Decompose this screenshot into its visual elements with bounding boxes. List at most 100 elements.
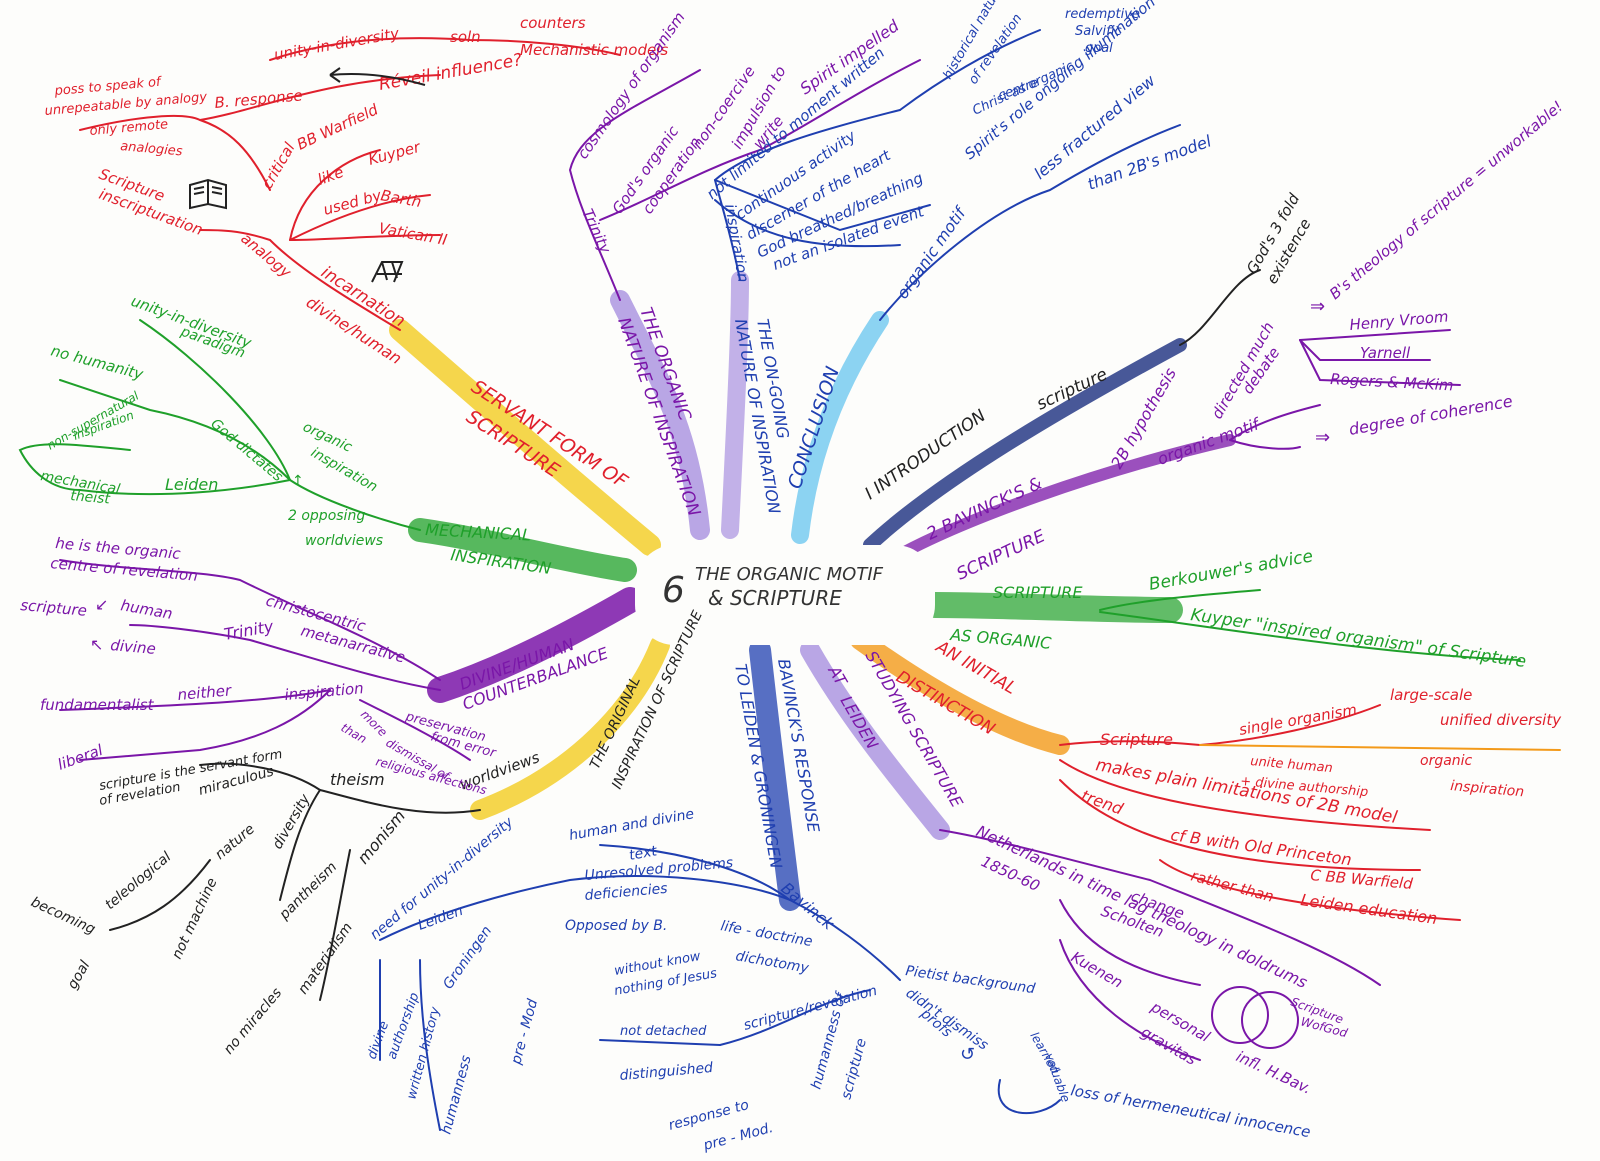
node-critical: critical (258, 139, 299, 192)
node-loss: loss of hermeneutical innocence (1069, 1081, 1312, 1141)
node-trinity: Trinity (222, 616, 275, 643)
node-divine: divine (110, 636, 157, 658)
node-opposed: Opposed by B. (565, 918, 667, 934)
arrow-icon: ↙ (95, 595, 108, 614)
node-groningen: Groningen (440, 923, 495, 992)
node-nature: nature (212, 821, 258, 863)
node-fundamentalist: fundamentalist (40, 696, 155, 714)
branch-bavinck: 2 BAVINCK'S & SCRIPTURE 2B hypothesis di… (924, 97, 1567, 584)
node-not-machine: not machine (169, 876, 220, 962)
trunk-organic (922, 592, 1183, 623)
node-soln: soln (450, 28, 481, 46)
node-salvific: Salvific (1075, 24, 1122, 39)
node-goal: goal (1085, 41, 1113, 56)
branch-mechanical: MECHANICAL INSPIRATION 2 opposing worldv… (39, 292, 552, 578)
node-organic: organic (1420, 753, 1473, 769)
node-inspiration: inspiration (1450, 778, 1525, 800)
hand-icon (371, 261, 404, 283)
arrow-icon (329, 67, 426, 86)
node-worldviews: worldviews (305, 533, 383, 549)
node-counters: counters (520, 14, 586, 32)
trunk-studying (800, 640, 950, 840)
node-trinity: Trinity (578, 206, 615, 257)
node-bb-warfield: BB Warfield (294, 100, 381, 153)
node-mechanistic: Mechanistic models (520, 41, 668, 59)
node-rogers-mckim: Rogers & McKim (1330, 370, 1454, 394)
trunk-response (749, 639, 801, 911)
node-unite-human: unite human (1250, 754, 1334, 776)
trunk-distinction (850, 630, 1070, 755)
node-berkouwer: Berkouwer's advice (1147, 546, 1314, 595)
node-scripture: scripture (838, 1037, 870, 1101)
arrow-icon: ↑ (292, 473, 304, 489)
node-scripture: Scripture (1100, 730, 1173, 749)
branch-label: SCRIPTURE (954, 526, 1049, 584)
trunk-organic-nature (610, 290, 710, 540)
node-b-response: B. response (214, 86, 304, 112)
trunk-conclusion (791, 311, 889, 544)
node-infl-hbav: infl. H.Bav. (1233, 1047, 1314, 1097)
branch-distinction: AN INITIAL DISTINCTION Scripture single … (893, 637, 1563, 929)
node-degree-coherence: degree of coherence (1347, 391, 1514, 439)
node-leiden-education: Leiden education (1299, 890, 1438, 928)
node-inspiration: inspiration (284, 679, 365, 704)
node-not-detached: not detached (620, 1024, 707, 1039)
node-henry-vroom: Henry Vroom (1349, 307, 1449, 334)
trunk-introduction (863, 338, 1187, 552)
venn-circle (1241, 991, 1299, 1049)
node-reveil: Réveil influence? (377, 50, 523, 95)
branch-label: LEIDEN (837, 693, 883, 753)
node-liberal: liberal (55, 741, 106, 774)
node-neither: neither (177, 681, 233, 704)
node-pietist: Pietist background (904, 963, 1036, 997)
node-theist: theist (70, 488, 111, 507)
trunk-original (470, 635, 670, 820)
branch-label: SCRIPTURE (993, 583, 1083, 602)
node-life-doctrine: life - doctrine (719, 918, 813, 950)
node-text: text (628, 843, 659, 864)
node-dichotomy: dichotomy (734, 948, 810, 977)
node-2-opposing: 2 opposing (288, 508, 365, 524)
node-materialism: materialism (295, 920, 356, 997)
node-goal: goal (65, 958, 94, 992)
branch-label: I INTRODUCTION (861, 406, 990, 504)
arrow-icon: ⇒ (1310, 296, 1325, 317)
node-unity: unity-in-diversity (273, 24, 402, 64)
node-leiden: Leiden (165, 475, 218, 494)
node-scripture: scripture (20, 596, 88, 620)
node-teleological: teleological (102, 849, 174, 913)
central-number: 6 (662, 570, 685, 611)
node-unified-diversity: unified diversity (1440, 711, 1562, 729)
node-yarnell: Yarnell (1360, 344, 1411, 362)
node-no-humanity: no humanity (49, 341, 146, 383)
trunk-ongoing (721, 271, 749, 539)
arrow-icon: ⇒ (1315, 427, 1330, 448)
trunk-counterbalance (427, 587, 643, 703)
node-than-2bs: than 2B's model (1085, 131, 1214, 194)
node-spirits-role: Spirit's role ongoing illumination (961, 0, 1159, 163)
node-monism: monism (354, 806, 410, 867)
trunk-mechanical (408, 518, 637, 582)
arrow-icon: ↺ (960, 1044, 975, 1065)
trunks (389, 271, 1236, 911)
node-cf-b: cf B with Old Princeton (1169, 825, 1352, 869)
node-no-miracles: no miracles (221, 985, 285, 1058)
node-barth: Barth (379, 186, 423, 211)
node-theism: theism (330, 770, 385, 789)
node-kuyper: Kuyper (366, 138, 422, 169)
node-than: than (339, 720, 370, 746)
node-premod: pre - Mod (508, 997, 541, 1067)
central-title-line1: THE ORGANIC MOTIF (695, 564, 884, 585)
node-human-divine: human and divine (568, 806, 695, 844)
node-valuable: valuable (1042, 1051, 1073, 1104)
node-gods-3fold: God's 3 fold existence (1243, 190, 1315, 287)
node-unresolved: Unresolved problems (584, 855, 734, 884)
node-analogies: analogies (120, 139, 184, 159)
node-large-scale: large-scale (1390, 686, 1472, 704)
branch-servant-form: SERVANT FORM OF SCRIPTURE incarnation di… (44, 14, 668, 493)
trunk-servant (389, 319, 661, 556)
node-human: human (119, 596, 174, 623)
central-title-line2: & SCRIPTURE (708, 586, 842, 610)
node-only-remote: only remote (89, 117, 169, 139)
